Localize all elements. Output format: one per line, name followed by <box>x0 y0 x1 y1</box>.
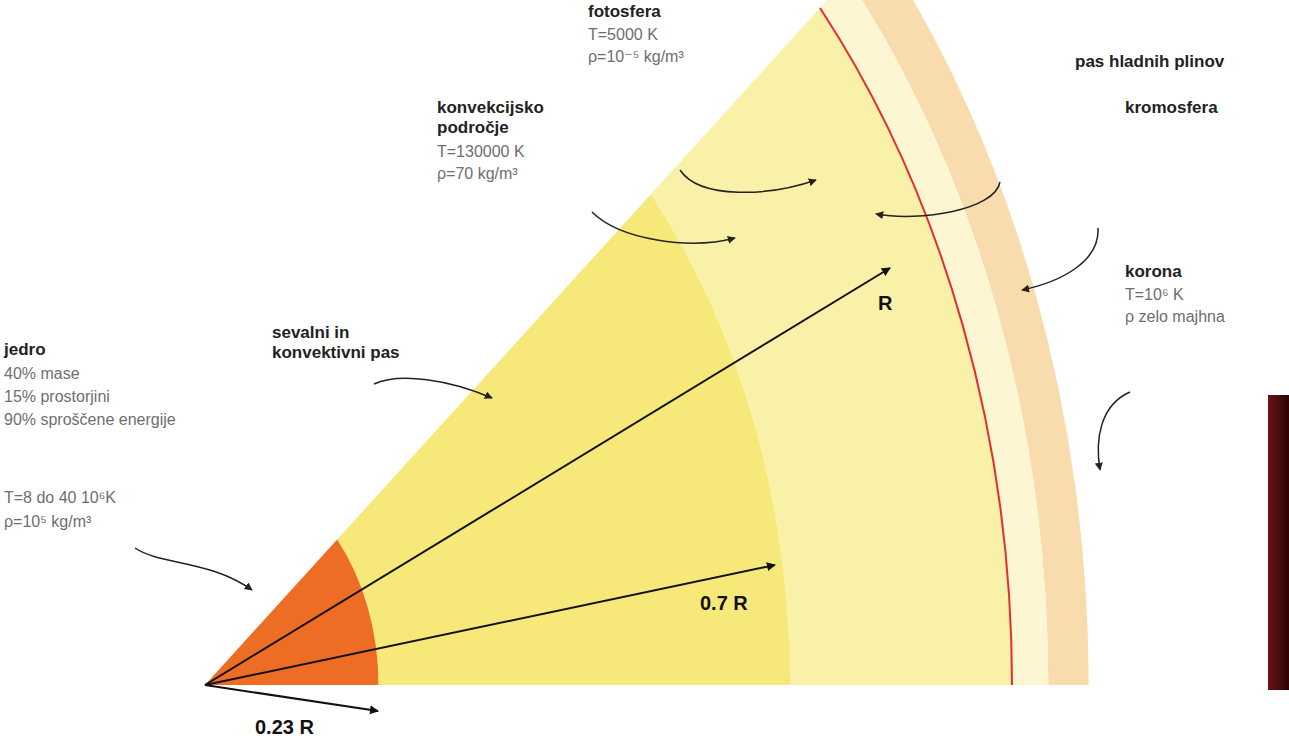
layer-value: T=8 do 40 10⁶K <box>4 488 116 507</box>
layer-value: ρ=10⁵ kg/m³ <box>4 512 91 531</box>
layer-name: konvekcijsko področje <box>437 98 567 139</box>
radiative-zone <box>337 194 790 685</box>
layer-value: T=130000 K <box>437 142 525 161</box>
leader-arrow <box>374 378 492 398</box>
layer-value: ρ=10⁻⁵ kg/m³ <box>588 47 684 66</box>
layer-name: korona <box>1125 262 1182 282</box>
layer-value: 90% sproščene energije <box>4 410 176 429</box>
layer-name: fotosfera <box>588 2 661 22</box>
layer-name: pas hladnih plinov <box>1075 52 1224 72</box>
layer-value: T=5000 K <box>588 25 658 44</box>
radius-label: 0.7 R <box>700 592 748 614</box>
layer-value: ρ zelo majhna <box>1125 307 1225 326</box>
leader-arrow <box>876 182 1000 216</box>
radius-arrow <box>205 565 775 685</box>
leader-arrow <box>592 212 735 243</box>
layer-value: T=10⁶ K <box>1125 285 1184 304</box>
radius-label: 0.23 R <box>255 716 314 738</box>
layer-value: 15% prostorjini <box>4 387 110 406</box>
leader-arrow <box>1098 392 1130 470</box>
leader-arrow <box>680 170 816 192</box>
dark-bar <box>1268 395 1289 690</box>
radius-arrow <box>205 268 890 685</box>
radius-label: R <box>878 292 892 314</box>
core <box>205 539 379 685</box>
leader-arrow <box>135 548 252 590</box>
photosphere-line <box>820 8 1012 685</box>
layer-name: kromosfera <box>1125 98 1218 118</box>
leader-arrow <box>1022 228 1098 290</box>
layer-name: sevalni in konvektivni pas <box>272 323 422 364</box>
layer-name: jedro <box>4 340 46 360</box>
radius-arrow <box>205 685 378 711</box>
layer-value: ρ=70 kg/m³ <box>437 164 518 183</box>
layer-value: 40% mase <box>4 364 80 383</box>
